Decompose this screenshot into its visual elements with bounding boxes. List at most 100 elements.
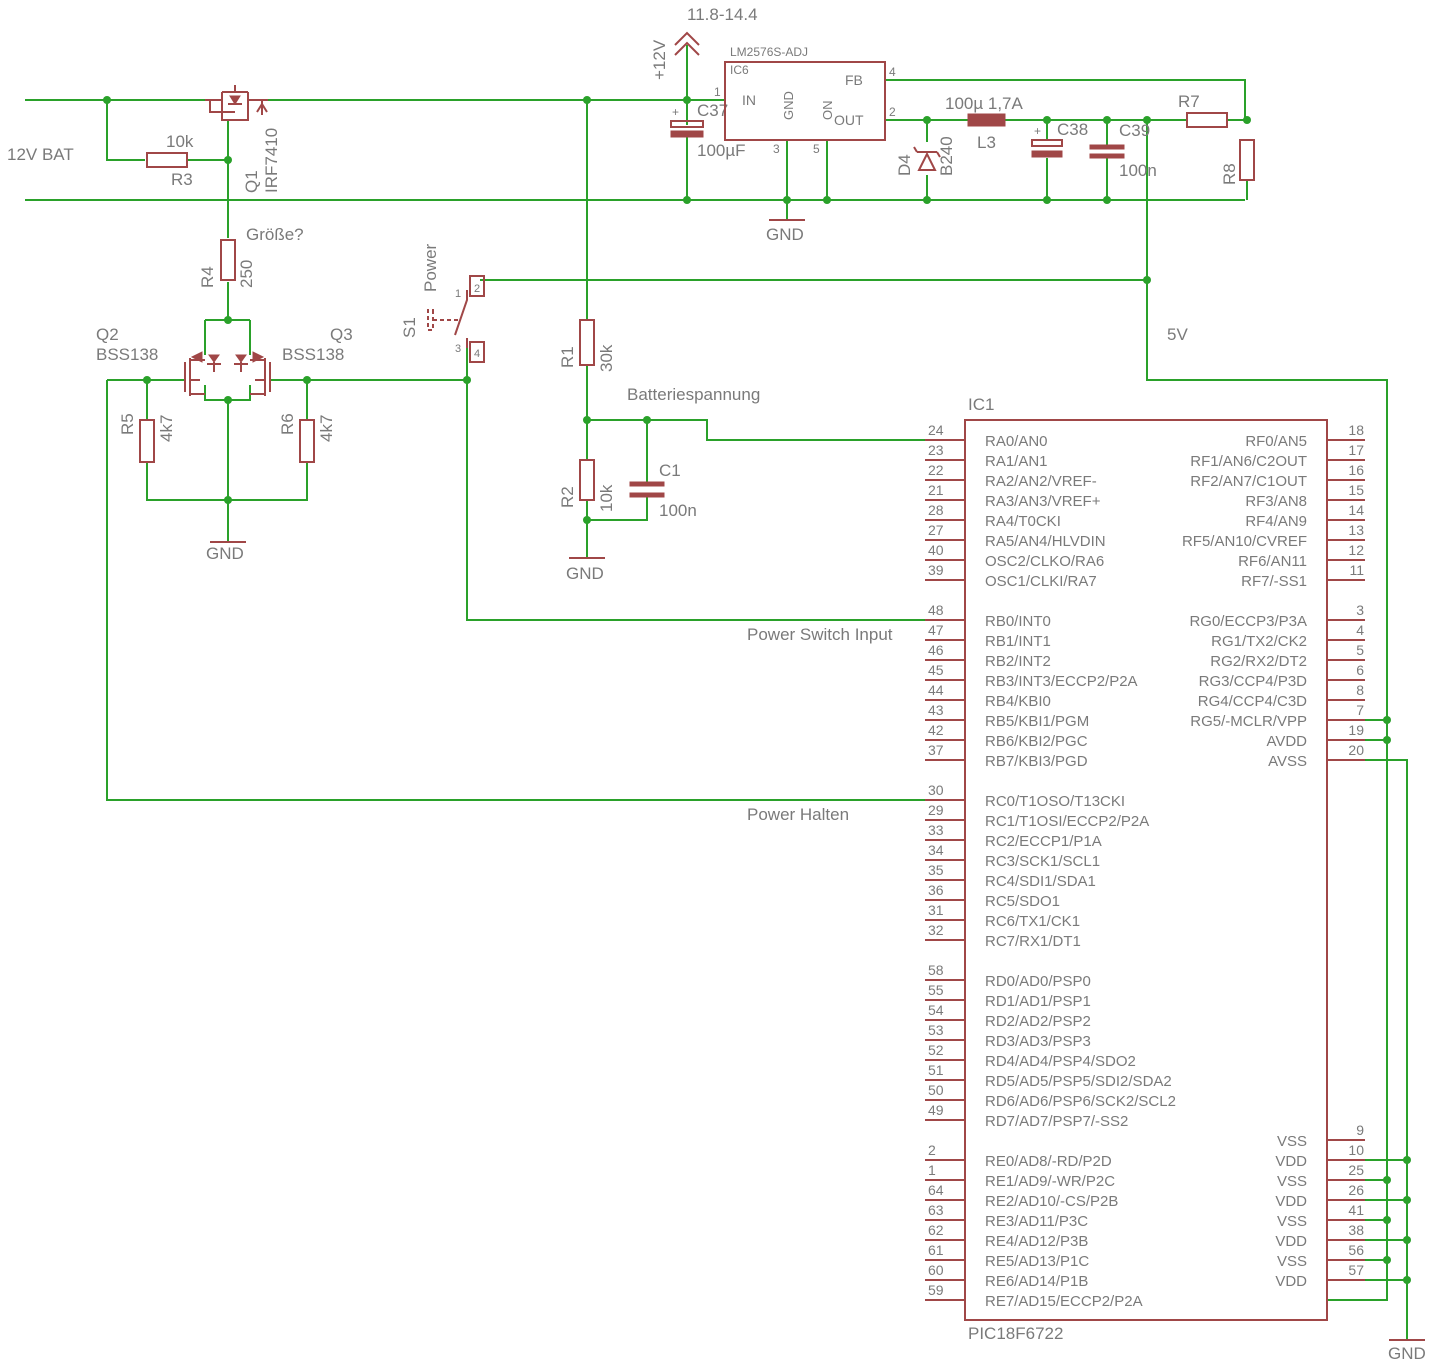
ic6-pin-gnd: GND xyxy=(781,91,796,120)
ic1-pin-number: 56 xyxy=(1348,1242,1364,1258)
ic1-pin-number: 11 xyxy=(1349,562,1364,578)
ic1-pin-label: RB6/KBI2/PGC xyxy=(985,733,1088,750)
ic6-regulator xyxy=(724,61,886,141)
ic1-pin-label: RC3/SCK1/SCL1 xyxy=(985,853,1100,870)
ic1-pin-number: 3 xyxy=(1356,602,1364,618)
ic1-pin-number: 10 xyxy=(1348,1142,1364,1158)
ic1-pin-label: RF2/AN7/C1OUT xyxy=(1190,473,1307,490)
v12-label: +12V xyxy=(650,39,669,80)
ic1-pin-label: RE1/AD9/-WR/P2C xyxy=(985,1173,1115,1190)
junction-dots xyxy=(103,96,1411,1284)
gnd-label-ic6: GND xyxy=(766,225,804,244)
r2-name: R2 xyxy=(558,486,577,508)
ic1-pin-number: 60 xyxy=(928,1262,944,1278)
ic1-pin-number: 62 xyxy=(928,1222,944,1238)
ic1-pin-label: RD2/AD2/PSP2 xyxy=(985,1013,1091,1030)
gnd-label-r2: GND xyxy=(566,564,604,583)
ic1-pin-label: VDD xyxy=(1275,1233,1307,1250)
gnd-label-ic1: GND xyxy=(1388,1344,1426,1363)
ic1-pin-number: 45 xyxy=(928,662,944,678)
ic1-pin-number: 55 xyxy=(928,982,944,998)
ic1-pin-number: 34 xyxy=(928,842,944,858)
ic1-pin-label: RB1/INT1 xyxy=(985,633,1051,650)
ic1-pin-number: 27 xyxy=(928,522,944,538)
ic1-pin-number: 29 xyxy=(928,802,944,818)
power-halten-label: Power Halten xyxy=(747,805,849,824)
ic1-pin-label: RF6/AN11 xyxy=(1238,553,1307,570)
ic1-pin-label: RB7/KBI3/PGD xyxy=(985,753,1088,770)
ic1-pin-label: RA2/AN2/VREF- xyxy=(985,473,1097,490)
ic1-pin-label: AVSS xyxy=(1268,753,1307,770)
ic1-pin-number: 32 xyxy=(928,922,944,938)
ic1-pin-label: VSS xyxy=(1277,1173,1307,1190)
ic1-pin-label: RC0/T1OSO/T13CKI xyxy=(985,793,1125,810)
ic6-name: IC6 xyxy=(730,63,749,77)
ic1-pin-label: RC5/SDO1 xyxy=(985,893,1060,910)
groesse-label: Größe? xyxy=(246,225,304,244)
r5-resistor xyxy=(139,419,155,463)
ic1-pin-label: RE5/AD13/P1C xyxy=(985,1253,1089,1270)
ic6-num-fb: 4 xyxy=(889,65,896,79)
v5-label: 5V xyxy=(1167,325,1188,344)
s1-value: Power xyxy=(421,243,440,292)
c37-value: 100µF xyxy=(697,141,746,160)
ic1-pin-label: RF7/-SS1 xyxy=(1241,573,1307,590)
ic6-num-gnd: 3 xyxy=(773,142,780,156)
q2-value: BSS138 xyxy=(96,345,158,364)
ic1-pin-label: RB5/KBI1/PGM xyxy=(985,713,1089,730)
ic1-pin-number: 35 xyxy=(928,862,944,878)
c39-capacitor xyxy=(1089,144,1125,159)
ic1-pin-label: RB4/KBI0 xyxy=(985,693,1051,710)
ic1-pin-number: 54 xyxy=(928,1002,944,1018)
ic1-pin-number: 12 xyxy=(1348,542,1364,558)
q1-mosfet xyxy=(205,85,268,121)
ic1-pin-number: 38 xyxy=(1348,1222,1364,1238)
ic1-pin-label: VDD xyxy=(1275,1193,1307,1210)
ic1-pin-label: RG5/-MCLR/VPP xyxy=(1190,713,1307,730)
ic1-pin-number: 43 xyxy=(928,702,944,718)
ic6-pin-fb: FB xyxy=(845,72,863,88)
r1-name: R1 xyxy=(558,346,577,368)
batt-sense-label: Batteriespannung xyxy=(627,385,760,404)
ic1-pin-number: 4 xyxy=(1356,622,1364,638)
c39-name: C39 xyxy=(1119,121,1150,140)
ic1-pin-label: RC4/SDI1/SDA1 xyxy=(985,873,1096,890)
vin-arrow-icon xyxy=(674,31,700,56)
ic1-pin-number: 28 xyxy=(928,502,944,518)
ic1-pin-number: 41 xyxy=(1348,1202,1364,1218)
ic1-pin-number: 9 xyxy=(1356,1122,1364,1138)
vin-range-label: 11.8-14.4 xyxy=(687,5,758,24)
r6-resistor xyxy=(299,419,315,463)
ic1-pin-label: RD3/AD3/PSP3 xyxy=(985,1033,1091,1050)
ic1-pin-label: VSS xyxy=(1277,1253,1307,1270)
ic1-pin-label: RD5/AD5/PSP5/SDI2/SDA2 xyxy=(985,1073,1172,1090)
ic1-pin-label: RC7/RX1/DT1 xyxy=(985,933,1081,950)
ic1-pin-number: 26 xyxy=(1348,1182,1364,1198)
ic1-pin-label: AVDD xyxy=(1266,733,1307,750)
ic1-pin-label: RE0/AD8/-RD/P2D xyxy=(985,1153,1112,1170)
d4-name: D4 xyxy=(895,154,914,176)
ic1-pin-number: 22 xyxy=(928,462,944,478)
ic1-pin-number: 23 xyxy=(928,442,944,458)
ic1-pin-number: 42 xyxy=(928,722,944,738)
ic1-pin-label: RA5/AN4/HLVDIN xyxy=(985,533,1106,550)
bat-label: 12V BAT xyxy=(7,145,74,164)
ic1-pin-number: 30 xyxy=(928,782,944,798)
s1-switch xyxy=(427,275,485,363)
ic1-pin-number: 50 xyxy=(928,1082,944,1098)
r8-resistor xyxy=(1239,139,1255,181)
ic1-pin-number: 2 xyxy=(928,1142,936,1158)
q1-value: IRF7410 xyxy=(262,128,281,193)
power-switch-input-label: Power Switch Input xyxy=(747,625,893,644)
c1-value: 100n xyxy=(659,501,697,520)
ic1-pin-label: RD4/AD4/PSP4/SDO2 xyxy=(985,1053,1136,1070)
ic6-pin-on: ON xyxy=(820,101,835,121)
c38-name: C38 xyxy=(1057,120,1088,139)
ic1-pin-label: RD1/AD1/PSP1 xyxy=(985,993,1091,1010)
ic1-pin-label: RB2/INT2 xyxy=(985,653,1051,670)
ic1-pin-label: RF1/AN6/C2OUT xyxy=(1190,453,1307,470)
ic1-pin-label: RG1/TX2/CK2 xyxy=(1211,633,1307,650)
r2-value: 10k xyxy=(597,484,616,512)
r3-value: 10k xyxy=(166,132,194,151)
